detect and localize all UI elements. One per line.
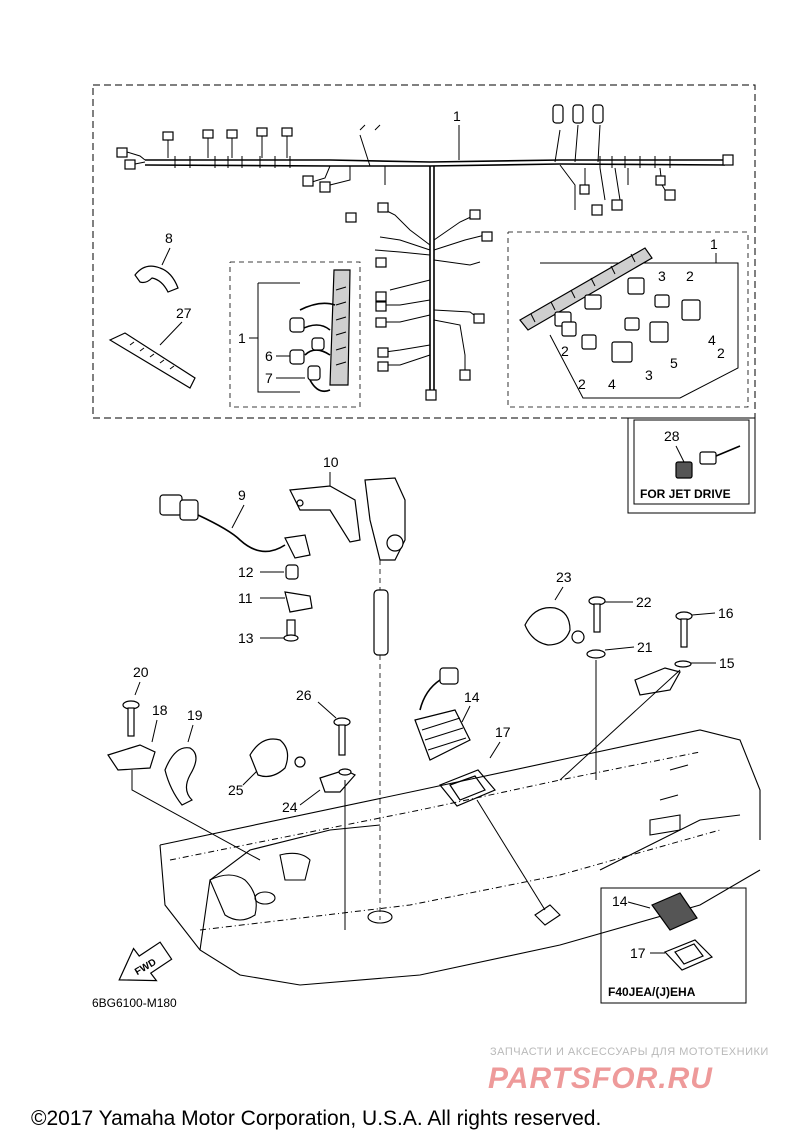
main-wire-harness (116, 104, 734, 401)
callout-label: 6 (265, 348, 273, 364)
part-21-washer: 21 (586, 639, 653, 780)
callout-label: 16 (718, 605, 734, 621)
part-11-plate: 11 (238, 590, 313, 613)
part-13-screw: 13 (238, 619, 299, 646)
callout-label: 2 (578, 376, 586, 392)
harness-assembly-frame (92, 84, 756, 419)
part-24-plate: 24 (282, 768, 356, 930)
callout-label: 12 (238, 564, 254, 580)
part-15-plate: 15 (559, 655, 735, 781)
part-26-screw: 26 (296, 687, 351, 756)
part-16-bolt: 16 (675, 605, 734, 648)
callout-1-harness: 1 (453, 108, 461, 160)
part-8-clamp: 8 (134, 230, 179, 293)
f40-variant-label: F40JEA/(J)EHA (608, 985, 696, 999)
part-20-screw: 20 (122, 664, 149, 737)
part-12-collar: 12 (238, 564, 299, 580)
callout-label: 2 (686, 268, 694, 284)
callout-label: 2 (561, 343, 569, 359)
callout-label: 1 (710, 236, 718, 252)
part-25-holder: 25 (228, 738, 306, 798)
callout-label: 1 (238, 330, 246, 346)
part-22-bolt: 22 (588, 594, 652, 633)
callout-label: 14 (464, 689, 480, 705)
callout-label: 24 (282, 799, 298, 815)
sub-harness-box-left: 1 6 7 (229, 261, 361, 408)
connector-group-box-right: 1 3 2 2 4 5 3 4 2 2 (507, 231, 749, 408)
callout-label: 2 (717, 345, 725, 361)
callout-label: 28 (664, 428, 680, 444)
watermark: ЗАПЧАСТИ И АКСЕССУАРЫ ДЛЯ МОТОТЕХНИКИ PA… (488, 1046, 769, 1095)
part-27-cable-tie: 27 (108, 305, 196, 389)
callout-label: 9 (238, 487, 246, 503)
callout-label: 8 (165, 230, 173, 246)
part-9-sensor-lead: 9 (159, 487, 311, 559)
callout-label: 13 (238, 630, 254, 646)
copyright-notice: ©2017 Yamaha Motor Corporation, U.S.A. A… (31, 1107, 601, 1130)
callout-label: 10 (323, 454, 339, 470)
watermark-tagline: ЗАПЧАСТИ И АКСЕССУАРЫ ДЛЯ МОТОТЕХНИКИ (490, 1046, 769, 1058)
callout-label: 7 (265, 370, 273, 386)
inset-box-jet-drive: 28 FOR JET DRIVE (627, 417, 756, 514)
part-10-bracket: 10 (289, 454, 406, 920)
part-14-rectifier: 14 (414, 667, 480, 761)
callout-label: 17 (495, 724, 511, 740)
callout-label: 17 (630, 945, 646, 961)
callout-label: 18 (152, 702, 168, 718)
callout-label: 20 (133, 664, 149, 680)
callout-label: 4 (608, 376, 616, 392)
part-17-gasket: 17 (439, 724, 546, 911)
callout-label: 23 (556, 569, 572, 585)
callout-label: 3 (645, 367, 653, 383)
diagram-part-code: 6BG6100-M180 (92, 996, 177, 1010)
fwd-arrow-icon: FWD (118, 941, 173, 982)
jet-drive-label: FOR JET DRIVE (640, 487, 731, 501)
part-18-bracket: 18 (107, 702, 261, 861)
callout-label: 25 (228, 782, 244, 798)
callout-label: 3 (658, 268, 666, 284)
callout-label: 5 (670, 355, 678, 371)
callout-label: 22 (636, 594, 652, 610)
callout-label: 14 (612, 893, 628, 909)
part-19-clip: 19 (164, 707, 203, 806)
inset-box-f40jea: 14 17 F40JEA/(J)EHA (600, 887, 747, 1004)
lower-cowling-outline (159, 729, 761, 986)
callout-label: 27 (176, 305, 192, 321)
callout-label: 15 (719, 655, 735, 671)
watermark-logo: PARTSFOR.RU (488, 1062, 713, 1095)
part-23-holder: 23 (524, 569, 585, 646)
callout-label: 11 (238, 590, 253, 606)
callout-label: 21 (637, 639, 653, 655)
callout-label: 4 (708, 332, 716, 348)
callout-label: 26 (296, 687, 312, 703)
callout-label: 19 (187, 707, 203, 723)
callout-label: 1 (453, 108, 461, 124)
